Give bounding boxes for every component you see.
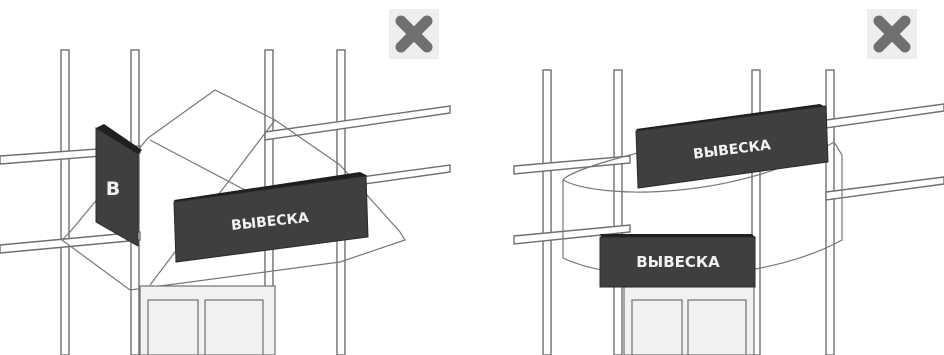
right-door-leaf: [631, 299, 683, 355]
left-door-leaf: [147, 299, 199, 355]
left-panel: В ВЫВЕСКА: [0, 9, 451, 355]
right-mullion: [542, 69, 552, 355]
right-transom: [825, 103, 944, 129]
close-x-icon: [389, 9, 439, 59]
right-mullion: [825, 69, 835, 355]
right-bottom-sign: [599, 236, 756, 288]
left-sign: [173, 175, 369, 263]
left-transom: [0, 231, 141, 254]
right-door-leaf: [687, 299, 747, 355]
right-mullion: [613, 69, 623, 355]
right-transom: [513, 155, 631, 175]
left-canopy: [61, 89, 406, 291]
left-transom: [264, 105, 451, 141]
left-door-leaf: [204, 299, 264, 355]
blade-sign: [95, 127, 139, 247]
right-panel: ВЫВЕСКА ВЫВЕСКА: [513, 9, 944, 355]
right-top-sign: [635, 105, 829, 189]
right-transom: [513, 224, 631, 245]
right-bottom-sign-label: ВЫВЕСКА: [636, 253, 720, 271]
blade-sign-label: В: [106, 178, 120, 200]
right-mullion: [751, 69, 761, 355]
blade-sign-top: [96, 124, 142, 154]
left-mullion: [60, 49, 70, 355]
close-x-icon: [867, 9, 917, 59]
right-transom: [825, 176, 944, 201]
